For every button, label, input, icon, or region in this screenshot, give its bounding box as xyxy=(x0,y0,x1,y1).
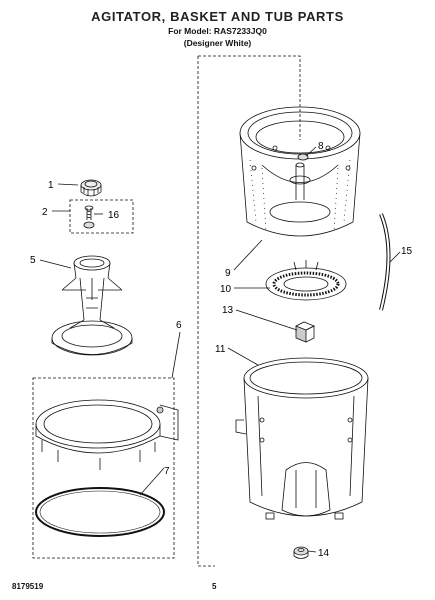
page-number: 5 xyxy=(212,582,217,591)
bolt-part xyxy=(83,205,95,229)
gasket-part xyxy=(35,487,165,537)
callout-5: 5 xyxy=(30,255,36,266)
fastener-group-box xyxy=(69,199,134,234)
callout-6: 6 xyxy=(176,320,182,331)
tub-ring-group-box xyxy=(32,377,175,559)
model-line: For Model: RAS7233JQ0 xyxy=(168,26,267,36)
callout-13: 13 xyxy=(222,305,234,316)
page-title: AGITATOR, BASKET AND TUB PARTS xyxy=(91,9,344,24)
callout-2: 2 xyxy=(42,207,48,218)
nut-part xyxy=(293,546,309,559)
seal-strip-part xyxy=(379,213,391,311)
gear-part xyxy=(265,260,347,301)
callout-16: 16 xyxy=(108,210,120,221)
callout-8: 8 xyxy=(318,141,324,152)
callout-11: 11 xyxy=(215,344,226,355)
tub-part xyxy=(235,357,369,520)
callout-9: 9 xyxy=(225,268,231,279)
drive-block-part xyxy=(295,321,315,343)
agitator-part xyxy=(51,255,133,356)
callout-15: 15 xyxy=(401,246,413,257)
connector-line xyxy=(197,56,215,567)
document-number: 8179519 xyxy=(12,582,44,591)
basket-nut-part xyxy=(297,153,309,161)
callout-14: 14 xyxy=(318,548,330,559)
agitator-cap-part xyxy=(80,179,102,197)
callout-10: 10 xyxy=(220,284,232,295)
tub-ring-part xyxy=(35,399,179,470)
color-line: (Designer White) xyxy=(183,38,252,48)
leader-lines xyxy=(39,146,401,553)
callout-7: 7 xyxy=(164,466,170,477)
basket-part xyxy=(239,106,361,237)
callout-1: 1 xyxy=(48,180,54,191)
connector-line-top xyxy=(198,55,301,140)
callout-numbers: 1 2 16 5 6 7 8 9 10 13 11 14 15 xyxy=(30,141,413,559)
